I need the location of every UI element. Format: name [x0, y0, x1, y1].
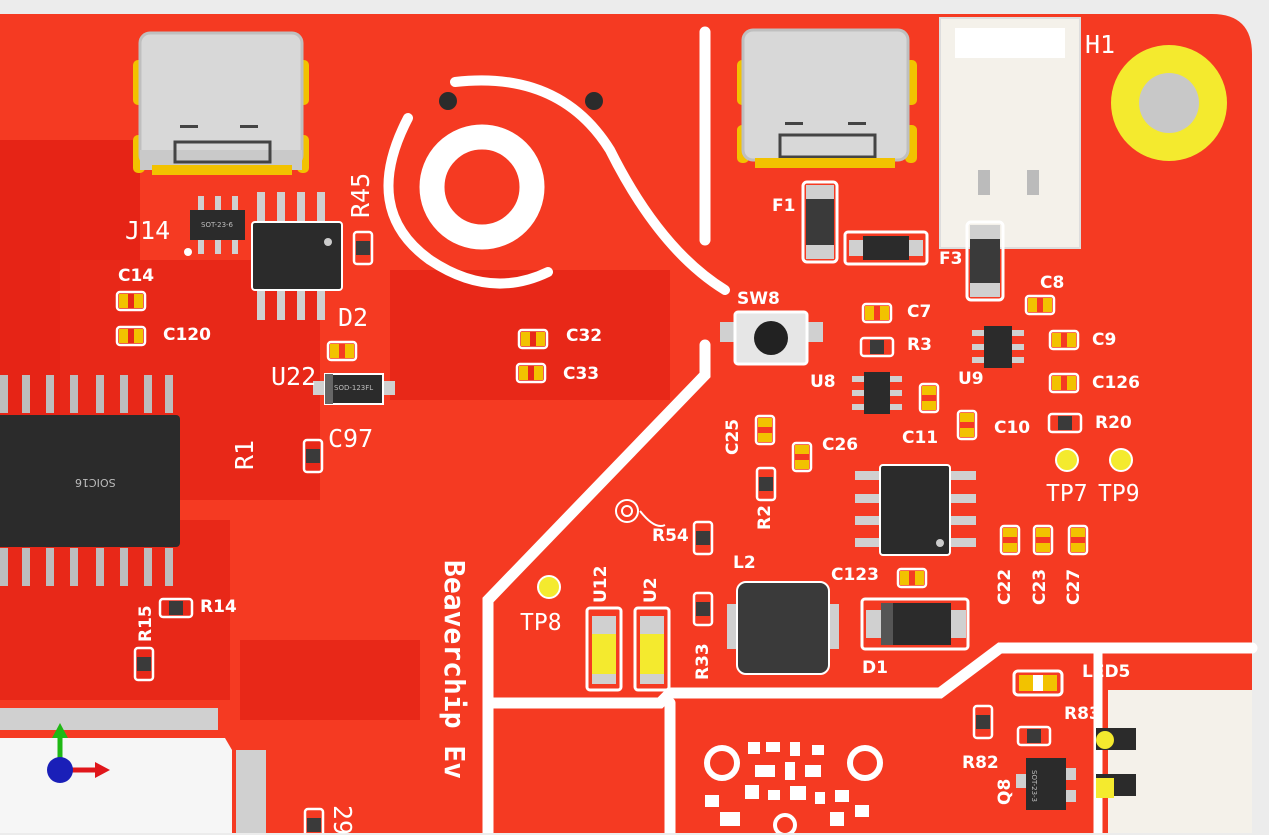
fiducial — [615, 499, 666, 527]
label-r83: R83 — [1064, 704, 1101, 724]
label-c27: C27 — [1064, 568, 1084, 605]
smd-component-u2 — [633, 606, 671, 692]
switch-sw8 — [720, 310, 823, 366]
label-u22: U22 — [271, 362, 317, 391]
label-h1: H1 — [1085, 30, 1116, 59]
label-l2: L2 — [733, 553, 756, 573]
label-c120: C120 — [163, 325, 211, 345]
label-f3: F3 — [939, 249, 963, 269]
chip-marking-q8: SOT-23-3 — [1030, 770, 1038, 802]
label-r1: R1 — [230, 439, 259, 470]
chip-marking-j14: SOT-23-6 — [201, 221, 233, 229]
label-c26: C26 — [822, 435, 859, 455]
board-title-text: Beaverchip Ev — [438, 560, 471, 780]
label-r82: R82 — [962, 753, 999, 773]
label-tp7: TP7 — [1046, 481, 1088, 507]
label-r14: R14 — [200, 597, 237, 617]
sot-chip-q8 — [1016, 758, 1076, 810]
label-c32: C32 — [566, 326, 603, 346]
led5 — [1012, 669, 1064, 697]
fuse-f3 — [965, 220, 1005, 302]
label-c7: C7 — [907, 302, 932, 322]
label-r29: 29 — [328, 805, 357, 835]
label-r54: R54 — [652, 526, 689, 546]
label-c8: C8 — [1040, 273, 1065, 293]
label-r20: R20 — [1095, 413, 1132, 433]
label-sw8: SW8 — [737, 289, 780, 309]
label-c10: C10 — [994, 418, 1031, 438]
label-c11: C11 — [902, 428, 939, 448]
isolation-slot — [482, 642, 1258, 709]
label-r15: R15 — [136, 605, 156, 642]
label-r2: R2 — [755, 505, 775, 530]
xyz-axis-icon[interactable] — [40, 718, 120, 788]
label-c23: C23 — [1030, 568, 1050, 605]
sod123-diode — [313, 373, 395, 405]
chip-marking-soic16: SOIC16 — [75, 476, 116, 489]
label-c22: C22 — [995, 568, 1015, 605]
label-tp9: TP9 — [1098, 481, 1140, 507]
soic8-chip-right — [855, 464, 976, 556]
smd-component-u12 — [585, 606, 623, 692]
label-c33: C33 — [563, 364, 600, 384]
sot-chip-u9 — [972, 326, 1024, 368]
label-d1: D1 — [862, 658, 888, 678]
soic8-chip — [251, 192, 343, 320]
copper-pour — [240, 640, 420, 720]
jst-connector — [939, 17, 1081, 249]
label-f1: F1 — [772, 196, 796, 216]
mounting-hole-h1 — [1111, 45, 1227, 161]
soic16-chip — [0, 375, 180, 586]
beaver-logo — [383, 75, 730, 295]
label-r3: R3 — [907, 335, 932, 355]
test-point-tp8 — [537, 575, 561, 599]
chip-marking-sod123: SOD-123FL — [334, 384, 374, 392]
inductor-l2 — [727, 581, 839, 675]
label-led5: LED5 — [1082, 662, 1131, 682]
label-c14: C14 — [118, 266, 155, 286]
label-r45: R45 — [346, 172, 375, 218]
label-r33: R33 — [693, 643, 713, 680]
isolation-slot — [482, 339, 711, 833]
label-c25: C25 — [723, 418, 743, 455]
label-c123: C123 — [831, 565, 879, 585]
label-c9: C9 — [1092, 330, 1117, 350]
label-d2: D2 — [338, 303, 369, 332]
label-u2: U2 — [641, 577, 661, 603]
label-q8: Q8 — [995, 778, 1015, 805]
connector-right-bottom — [1096, 690, 1252, 833]
test-point-tp9 — [1109, 448, 1133, 472]
diode-d1 — [860, 597, 970, 651]
test-point-tp7 — [1055, 448, 1079, 472]
qr-code-icon — [704, 742, 883, 833]
label-u9: U9 — [958, 369, 984, 389]
label-u12: U12 — [591, 565, 611, 603]
diode-smd — [843, 230, 929, 266]
label-c97: C97 — [328, 424, 374, 453]
sot-chip-u8 — [852, 372, 902, 414]
fuse-f1 — [801, 180, 839, 264]
label-u8: U8 — [810, 372, 836, 392]
label-tp8: TP8 — [520, 610, 562, 636]
sot23-chip-j14 — [184, 196, 245, 256]
usb-c-connector-left — [133, 31, 309, 175]
label-c126: C126 — [1092, 373, 1140, 393]
label-j14: J14 — [125, 216, 171, 245]
usb-c-connector-right — [737, 28, 917, 168]
